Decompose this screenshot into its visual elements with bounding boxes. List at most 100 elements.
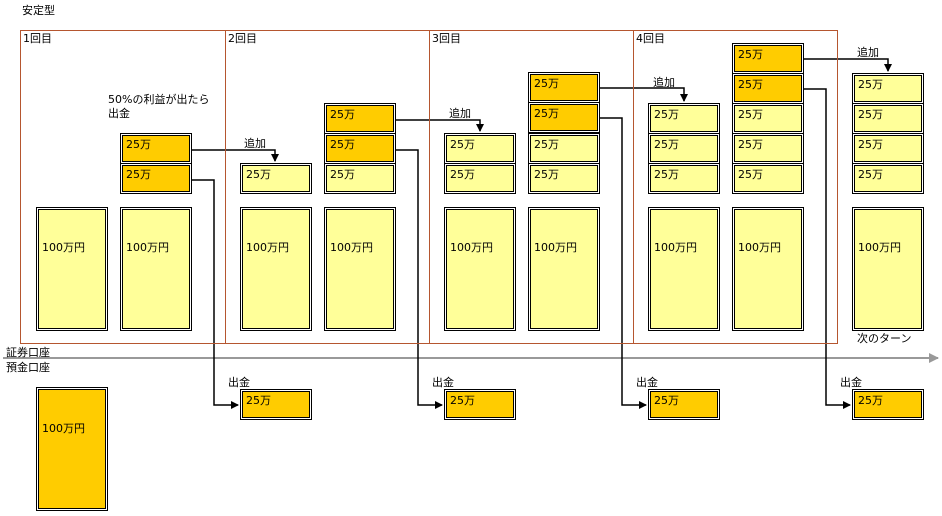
withdraw-label: 出金 xyxy=(636,376,658,389)
block-label: 100万円 xyxy=(242,209,310,329)
withdraw-arrow-1 xyxy=(192,179,239,409)
block-label: 25万 xyxy=(734,135,802,162)
withdrawn-block: 25万 xyxy=(240,389,312,420)
block-label: 25万 xyxy=(122,165,190,192)
block-label: 25万 xyxy=(854,391,922,418)
principal-block: 100万円 xyxy=(324,207,396,331)
block-label: 25万 xyxy=(530,165,598,192)
block-label: 25万 xyxy=(122,135,190,162)
block-label: 25万 xyxy=(446,391,514,418)
profit-block: 25万 xyxy=(528,102,600,133)
withdraw-arrow-4 xyxy=(804,88,851,409)
block-label: 25万 xyxy=(650,135,718,162)
block-label: 25万 xyxy=(854,135,922,162)
added-block: 25万 xyxy=(648,103,720,134)
profit-block: 25万 xyxy=(120,163,192,194)
block-label: 25万 xyxy=(854,165,922,192)
block-label: 25万 xyxy=(734,75,802,102)
block-label: 100万円 xyxy=(650,209,718,329)
block-label: 25万 xyxy=(650,105,718,132)
added-block: 25万 xyxy=(648,133,720,164)
added-block: 25万 xyxy=(852,73,924,104)
deposit-principal-block: 100万円 xyxy=(36,387,108,511)
block-label: 25万 xyxy=(854,75,922,102)
added-block: 25万 xyxy=(528,163,600,194)
profit-block: 25万 xyxy=(324,133,396,164)
principal-block: 100万円 xyxy=(648,207,720,331)
round-1-label: 1回目 xyxy=(23,32,52,45)
add-label: 追加 xyxy=(449,107,471,120)
securities-account-label: 証券口座 xyxy=(6,346,50,359)
added-block: 25万 xyxy=(444,133,516,164)
block-label: 100万円 xyxy=(38,209,106,329)
withdraw-arrow-3 xyxy=(600,117,647,409)
next-turn-label: 次のターン xyxy=(857,332,912,345)
block-label: 25万 xyxy=(242,391,310,418)
principal-block: 100万円 xyxy=(852,207,924,331)
added-block: 25万 xyxy=(444,163,516,194)
block-label: 25万 xyxy=(530,135,598,162)
block-label: 100万円 xyxy=(326,209,394,329)
profit-block: 25万 xyxy=(732,73,804,104)
withdrawn-block: 25万 xyxy=(648,389,720,420)
block-label: 25万 xyxy=(734,105,802,132)
add-arrow-4 xyxy=(804,58,892,72)
add-arrow-3 xyxy=(600,87,688,102)
principal-block: 100万円 xyxy=(36,207,108,331)
withdraw-label: 出金 xyxy=(432,376,454,389)
profit-block: 25万 xyxy=(732,43,804,74)
deposit-account-label: 預金口座 xyxy=(6,361,50,374)
add-label: 追加 xyxy=(244,137,266,150)
added-block: 25万 xyxy=(732,163,804,194)
principal-block: 100万円 xyxy=(444,207,516,331)
round-4-frame: 4回目 xyxy=(633,30,838,344)
block-label: 100万円 xyxy=(530,209,598,329)
withdraw-arrow-2 xyxy=(396,149,443,409)
withdraw-label: 出金 xyxy=(840,376,862,389)
profit-block: 25万 xyxy=(324,103,396,134)
block-label: 100万円 xyxy=(122,209,190,329)
profit-block: 25万 xyxy=(528,72,600,103)
added-block: 25万 xyxy=(528,133,600,164)
block-label: 25万 xyxy=(650,165,718,192)
principal-block: 100万円 xyxy=(732,207,804,331)
block-label: 25万 xyxy=(326,165,394,192)
withdrawn-block: 25万 xyxy=(852,389,924,420)
block-label: 25万 xyxy=(530,74,598,101)
profit-note-line1: 50%の利益が出たら xyxy=(108,93,210,106)
withdrawn-block: 25万 xyxy=(444,389,516,420)
block-label: 100万円 xyxy=(446,209,514,329)
block-label: 25万 xyxy=(650,391,718,418)
diagram-title: 安定型 xyxy=(22,4,55,17)
block-label: 25万 xyxy=(530,104,598,131)
added-block: 25万 xyxy=(852,133,924,164)
block-label: 25万 xyxy=(326,135,394,162)
added-block: 25万 xyxy=(732,133,804,164)
principal-block: 100万円 xyxy=(240,207,312,331)
withdraw-label: 出金 xyxy=(228,376,250,389)
round-4-label: 4回目 xyxy=(636,32,665,45)
added-block: 25万 xyxy=(648,163,720,194)
principal-block: 100万円 xyxy=(528,207,600,331)
block-label: 25万 xyxy=(326,105,394,132)
block-label: 100万円 xyxy=(854,209,922,329)
block-label: 25万 xyxy=(734,45,802,72)
added-block: 25万 xyxy=(732,103,804,134)
block-label: 25万 xyxy=(242,165,310,192)
added-block: 25万 xyxy=(852,103,924,134)
added-block: 25万 xyxy=(240,163,312,194)
add-arrow-2 xyxy=(396,119,484,132)
block-label: 25万 xyxy=(854,105,922,132)
add-label: 追加 xyxy=(857,46,879,59)
profit-block: 25万 xyxy=(120,133,192,164)
profit-note-line2: 出金 xyxy=(108,107,130,120)
block-label: 25万 xyxy=(446,165,514,192)
block-label: 25万 xyxy=(446,135,514,162)
principal-block: 100万円 xyxy=(120,207,192,331)
add-arrow-1 xyxy=(192,149,279,162)
round-3-label: 3回目 xyxy=(432,32,461,45)
add-label: 追加 xyxy=(653,76,675,89)
block-label: 100万円 xyxy=(38,389,106,509)
added-block: 25万 xyxy=(324,163,396,194)
